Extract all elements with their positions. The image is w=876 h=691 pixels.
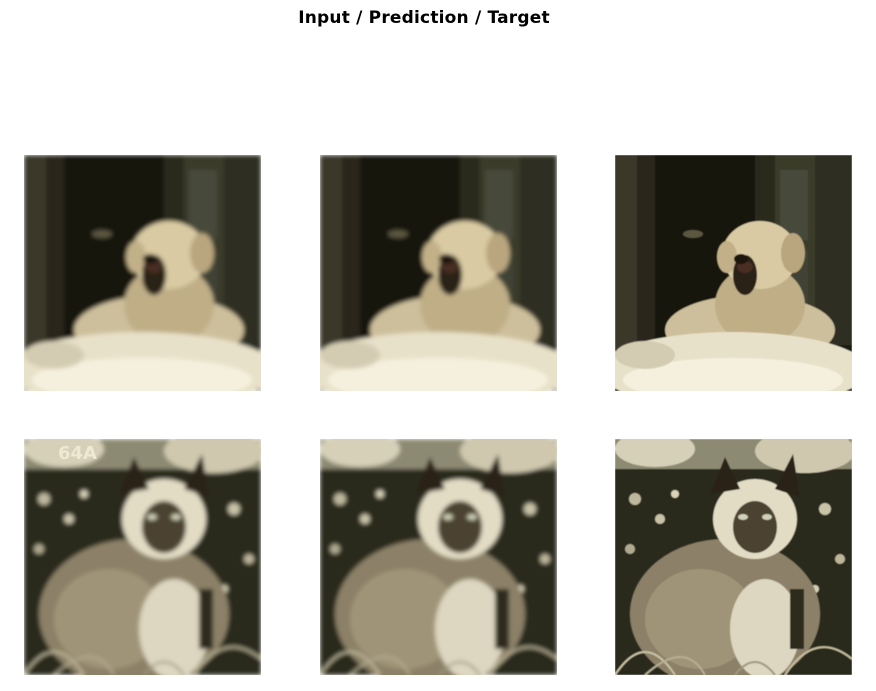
figure-title: Input / Prediction / Target xyxy=(298,8,550,28)
overlay-label: 64A xyxy=(58,443,97,464)
dog-input-image xyxy=(24,155,261,391)
dog-target-image xyxy=(615,155,852,391)
dog-prediction-image xyxy=(320,155,557,391)
cat-target-image xyxy=(615,439,852,675)
cat-input-image: 64A xyxy=(24,439,261,675)
cat-prediction-image xyxy=(320,439,557,675)
